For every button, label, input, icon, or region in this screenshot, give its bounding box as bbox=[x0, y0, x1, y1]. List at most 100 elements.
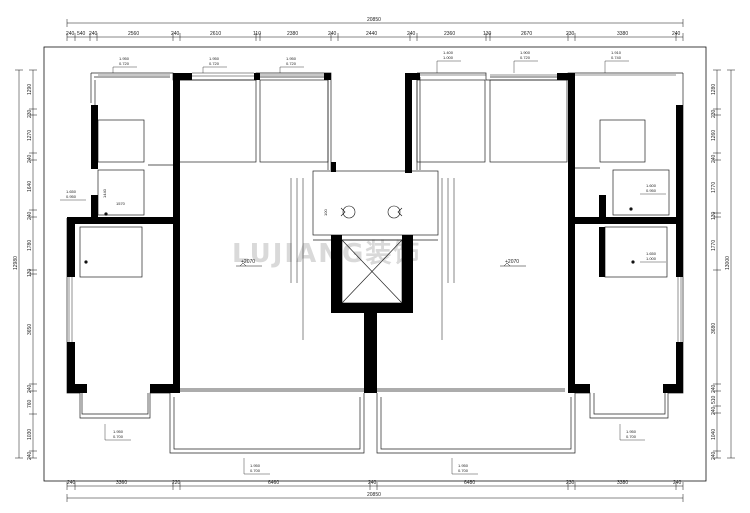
left-dim-3: 240 bbox=[27, 154, 33, 163]
bottom-dim-5: 6480 bbox=[464, 480, 475, 486]
top-dim-11: 2360 bbox=[444, 31, 455, 37]
right-dim-4: 1770 bbox=[711, 182, 717, 193]
drawing-frame bbox=[43, 46, 707, 482]
win-tag-rside2b: 1.000 bbox=[646, 256, 657, 261]
bottom-overall-dimension bbox=[66, 494, 684, 502]
top-dim-0: 240 bbox=[66, 31, 75, 37]
top-dim-10: 240 bbox=[407, 31, 416, 37]
level-marker-left bbox=[236, 262, 262, 267]
win-tag-tr1: 1.400 bbox=[443, 50, 454, 55]
left-dim-0: 1290 bbox=[27, 84, 33, 95]
right-dim-3: 240 bbox=[711, 154, 717, 163]
left-dimension-lines bbox=[15, 69, 37, 459]
win-tag-brb: 0.700 bbox=[626, 434, 637, 439]
bottom-dim-1: 3360 bbox=[116, 480, 127, 486]
right-dimension-lines bbox=[713, 69, 735, 459]
right-dim-9: 510 bbox=[711, 395, 717, 404]
win-tag-tl2b: 0.720 bbox=[209, 61, 220, 66]
win-tag-tl3b: 0.720 bbox=[286, 61, 297, 66]
level-marker-right bbox=[500, 262, 526, 267]
top-dim-9: 2440 bbox=[366, 31, 377, 37]
window-tag-leaders-top bbox=[112, 60, 629, 73]
left-dim-2: 1270 bbox=[27, 130, 33, 141]
win-tag-tr2b: 0.720 bbox=[520, 55, 531, 60]
win-tag-bc1b: 0.700 bbox=[250, 468, 261, 473]
top-dim-8: 240 bbox=[328, 31, 337, 37]
bottom-dim-3: 6460 bbox=[268, 480, 279, 486]
win-tag-bc1: 1.950 bbox=[250, 463, 261, 468]
top-dim-4: 240 bbox=[171, 31, 180, 37]
right-dim-1: 230 bbox=[711, 109, 717, 118]
top-dim-5: 2610 bbox=[210, 31, 221, 37]
bottom-overall-dim-text: 20850 bbox=[367, 492, 381, 498]
dim-100: 100 bbox=[323, 209, 328, 216]
win-tag-rside2: 1.650 bbox=[646, 251, 657, 256]
win-tag-tl2: 1.950 bbox=[209, 56, 220, 61]
top-dim-15: 3380 bbox=[617, 31, 628, 37]
top-segment-dimension-line bbox=[66, 33, 684, 41]
window-tag-leaders-bottom bbox=[60, 193, 666, 475]
fixture-dots bbox=[84, 207, 635, 264]
right-dim-12: 240 bbox=[711, 451, 717, 460]
right-dim-7: 3680 bbox=[711, 323, 717, 334]
left-dim-4: 1640 bbox=[27, 181, 33, 192]
win-tag-bc2b: 0.700 bbox=[458, 468, 469, 473]
bottom-dim-8: 240 bbox=[673, 480, 682, 486]
right-dim-6: 1770 bbox=[711, 240, 717, 251]
top-dim-1: 540 bbox=[77, 31, 86, 37]
structural-walls bbox=[67, 73, 683, 393]
left-dim-11: 1030 bbox=[27, 429, 33, 440]
left-dim-1: 230 bbox=[27, 109, 33, 118]
left-dim-10: 760 bbox=[27, 399, 33, 408]
top-dim-13: 2670 bbox=[521, 31, 532, 37]
top-dim-16: 240 bbox=[672, 31, 681, 37]
top-dim-3: 2560 bbox=[128, 31, 139, 37]
core-section-lines bbox=[290, 178, 455, 340]
top-dim-2: 240 bbox=[89, 31, 98, 37]
right-dim-2: 1260 bbox=[711, 130, 717, 141]
bottom-segment-dimension-line bbox=[66, 482, 684, 490]
win-tag-br: 1.950 bbox=[626, 429, 637, 434]
win-tag-rside1: 1.600 bbox=[646, 183, 657, 188]
bottom-dim-2: 220 bbox=[172, 480, 181, 486]
left-dim-9: 240 bbox=[27, 384, 33, 393]
win-tag-lside: 1.650 bbox=[66, 189, 77, 194]
dim-1440: 1440 bbox=[102, 188, 107, 198]
dim-1570: 1570 bbox=[116, 201, 126, 206]
win-tag-tr1b: 1.000 bbox=[443, 55, 454, 60]
win-tag-tr2: 1.900 bbox=[520, 50, 531, 55]
win-tag-bc2: 1.950 bbox=[458, 463, 469, 468]
bottom-dim-4: 240 bbox=[368, 480, 377, 486]
top-overall-dimension bbox=[66, 19, 684, 27]
level-left-text: +2070 bbox=[241, 259, 255, 265]
left-dim-5: 240 bbox=[27, 211, 33, 220]
win-tag-tl1b: 0.720 bbox=[119, 61, 130, 66]
win-tag-rside1b: 0.950 bbox=[646, 188, 657, 193]
top-dim-12: 130 bbox=[483, 31, 492, 37]
right-dim-11: 1040 bbox=[711, 429, 717, 440]
win-tag-tr3b: 0.740 bbox=[611, 55, 622, 60]
left-dim-6: 1780 bbox=[27, 240, 33, 251]
bottom-dim-6: 230 bbox=[566, 480, 575, 486]
left-dim-12: 240 bbox=[27, 451, 33, 460]
bottom-dim-7: 3380 bbox=[617, 480, 628, 486]
window-marks bbox=[68, 72, 682, 342]
right-dim-8: 240 bbox=[711, 384, 717, 393]
top-dim-6: 110 bbox=[253, 31, 261, 37]
right-dim-10: 240 bbox=[711, 406, 717, 415]
wall-outlines bbox=[66, 72, 684, 454]
win-tag-tl3: 1.950 bbox=[286, 56, 297, 61]
watermark-text: LUJIANG装饰 bbox=[232, 239, 421, 269]
win-tag-lsideb: 0.950 bbox=[66, 194, 77, 199]
right-overall-dim: 13000 bbox=[725, 256, 731, 270]
bottom-dim-0: 240 bbox=[67, 480, 76, 486]
left-dim-7: 130 bbox=[27, 268, 33, 277]
stair-symbols bbox=[340, 205, 403, 219]
win-tag-tl1: 1.950 bbox=[119, 56, 130, 61]
top-dim-14: 230 bbox=[566, 31, 575, 37]
right-dim-0: 1280 bbox=[711, 84, 717, 95]
level-right-text: +2070 bbox=[505, 259, 519, 265]
win-tag-bl: 1.950 bbox=[113, 429, 124, 434]
left-dim-8: 3650 bbox=[27, 324, 33, 335]
